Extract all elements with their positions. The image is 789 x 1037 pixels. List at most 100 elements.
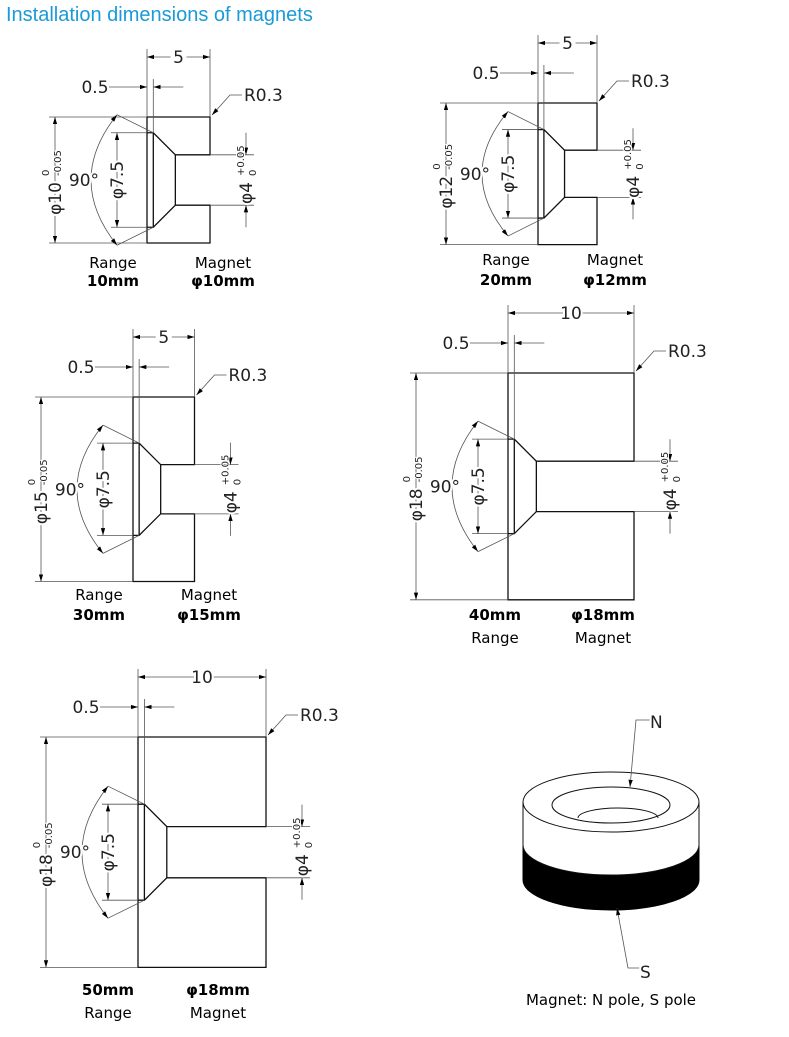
range-label: Range: [89, 254, 137, 272]
section-body-upper: [137, 736, 267, 828]
section-body-lower: [537, 196, 598, 246]
radius-label: R0.3: [631, 72, 670, 92]
outer-diameter-tolerance-upper: 0: [432, 163, 443, 169]
angle-arc: [451, 420, 479, 552]
range-label: Range: [84, 1004, 132, 1022]
countersink-label: φ7.5: [499, 155, 519, 193]
radius-leader: [211, 94, 242, 116]
outer-diameter-tolerance-lower: -0.05: [53, 150, 64, 176]
cone-extension-line: [477, 533, 515, 553]
angle-label: 90°: [55, 480, 85, 500]
bore-tolerance-lower: 0: [672, 476, 683, 482]
magnet-bore: [577, 807, 659, 819]
bore-tolerance-upper: +0.05: [292, 818, 303, 849]
magnet-label: Magnet: [587, 251, 643, 269]
outer-diameter-tolerance-upper: 0: [41, 170, 52, 176]
range-value: 20mm: [480, 271, 532, 289]
south-label: S: [640, 963, 651, 983]
range-value: 30mm: [73, 606, 125, 624]
step-dimension-label: 0.5: [72, 698, 99, 718]
angle-arc: [481, 111, 509, 237]
section-body-lower: [146, 204, 211, 244]
countersink-label: φ7.5: [469, 467, 489, 505]
angle-label: 90°: [430, 477, 460, 497]
angle-label: 90°: [60, 843, 90, 863]
bore-tolerance-upper: +0.05: [236, 145, 247, 176]
cone-extension-line: [102, 424, 140, 444]
step-dimension-label: 0.5: [442, 334, 469, 354]
section-body-lower: [132, 513, 196, 583]
magnet-size-value: φ18mm: [186, 981, 250, 999]
outer-diameter-tolerance-lower: -0.05: [444, 144, 455, 170]
outer-diameter-tolerance-lower: -0.05: [39, 459, 50, 485]
range-label: Range: [471, 629, 519, 647]
bore-label: φ4: [661, 488, 681, 510]
angle-label: 90°: [460, 165, 490, 185]
step-dimension-label: 0.5: [81, 78, 108, 98]
magnet-label: Magnet: [575, 629, 631, 647]
radius-label: R0.3: [244, 86, 283, 106]
angle-arc: [76, 424, 104, 554]
magnet-label: Magnet: [190, 1004, 246, 1022]
countersink-label: φ7.5: [108, 161, 128, 199]
radius-label: R0.3: [229, 366, 268, 386]
magnet-pole-illustration: N S Magnet: N pole, S pole: [522, 711, 700, 1009]
cone-extension-line: [507, 111, 545, 130]
bore-label: φ4: [293, 854, 313, 876]
bore-tolerance-lower: 0: [635, 163, 646, 169]
recess-outline: [537, 129, 566, 219]
outer-diameter-tolerance-lower: -0.05: [414, 457, 425, 483]
width-dimension-label: 5: [173, 48, 184, 68]
section-body-upper: [537, 102, 598, 151]
radius-leader: [267, 714, 298, 736]
bore-tolerance-lower: 0: [304, 842, 315, 848]
cone-extension-line: [477, 420, 515, 440]
recess-outline: [137, 804, 168, 901]
radius-leader: [635, 350, 666, 372]
range-label: Range: [75, 586, 123, 604]
radius-leader: [196, 374, 227, 396]
south-leader: [616, 907, 642, 969]
cone-extension-line: [107, 899, 145, 919]
cone-extension-line: [116, 114, 154, 134]
width-dimension-label: 10: [191, 668, 213, 688]
step-dimension-label: 0.5: [472, 64, 499, 84]
bore-tolerance-upper: +0.05: [623, 139, 634, 170]
section-body-upper: [146, 116, 211, 156]
page-title: Installation dimensions of magnets: [6, 4, 313, 26]
width-dimension-label: 5: [158, 328, 169, 348]
cone-extension-line: [107, 785, 145, 805]
bore-tolerance-upper: +0.05: [660, 452, 671, 483]
step-dimension-label: 0.5: [67, 358, 94, 378]
magnet-size-value: φ15mm: [177, 606, 241, 624]
north-label: N: [650, 713, 663, 733]
outer-diameter-label: φ15: [32, 491, 52, 524]
bore-tolerance-lower: 0: [248, 170, 259, 176]
section-body-lower: [507, 510, 635, 601]
section-body-upper: [132, 396, 196, 466]
radius-label: R0.3: [668, 342, 707, 362]
countersink-label: φ7.5: [99, 833, 119, 871]
poles-caption: Magnet: N pole, S pole: [526, 991, 696, 1009]
cone-extension-line: [102, 535, 140, 554]
magnet-size-value: φ10mm: [191, 272, 255, 290]
section-body-lower: [137, 877, 267, 969]
angle-arc: [90, 114, 118, 246]
outer-diameter-label: φ10: [46, 182, 66, 215]
bore-label: φ4: [237, 182, 257, 204]
cone-extension-line: [116, 226, 154, 246]
magnet-label: Magnet: [181, 586, 237, 604]
outer-diameter-tolerance-lower: -0.05: [44, 822, 55, 848]
range-value: 40mm: [469, 606, 521, 624]
recess-outline: [132, 443, 162, 536]
outer-diameter-tolerance-upper: 0: [32, 842, 43, 848]
bore-label: φ4: [222, 491, 242, 513]
outer-diameter-tolerance-upper: 0: [27, 479, 38, 485]
magnet-label: Magnet: [195, 254, 251, 272]
outer-diameter-label: φ18: [37, 854, 57, 887]
